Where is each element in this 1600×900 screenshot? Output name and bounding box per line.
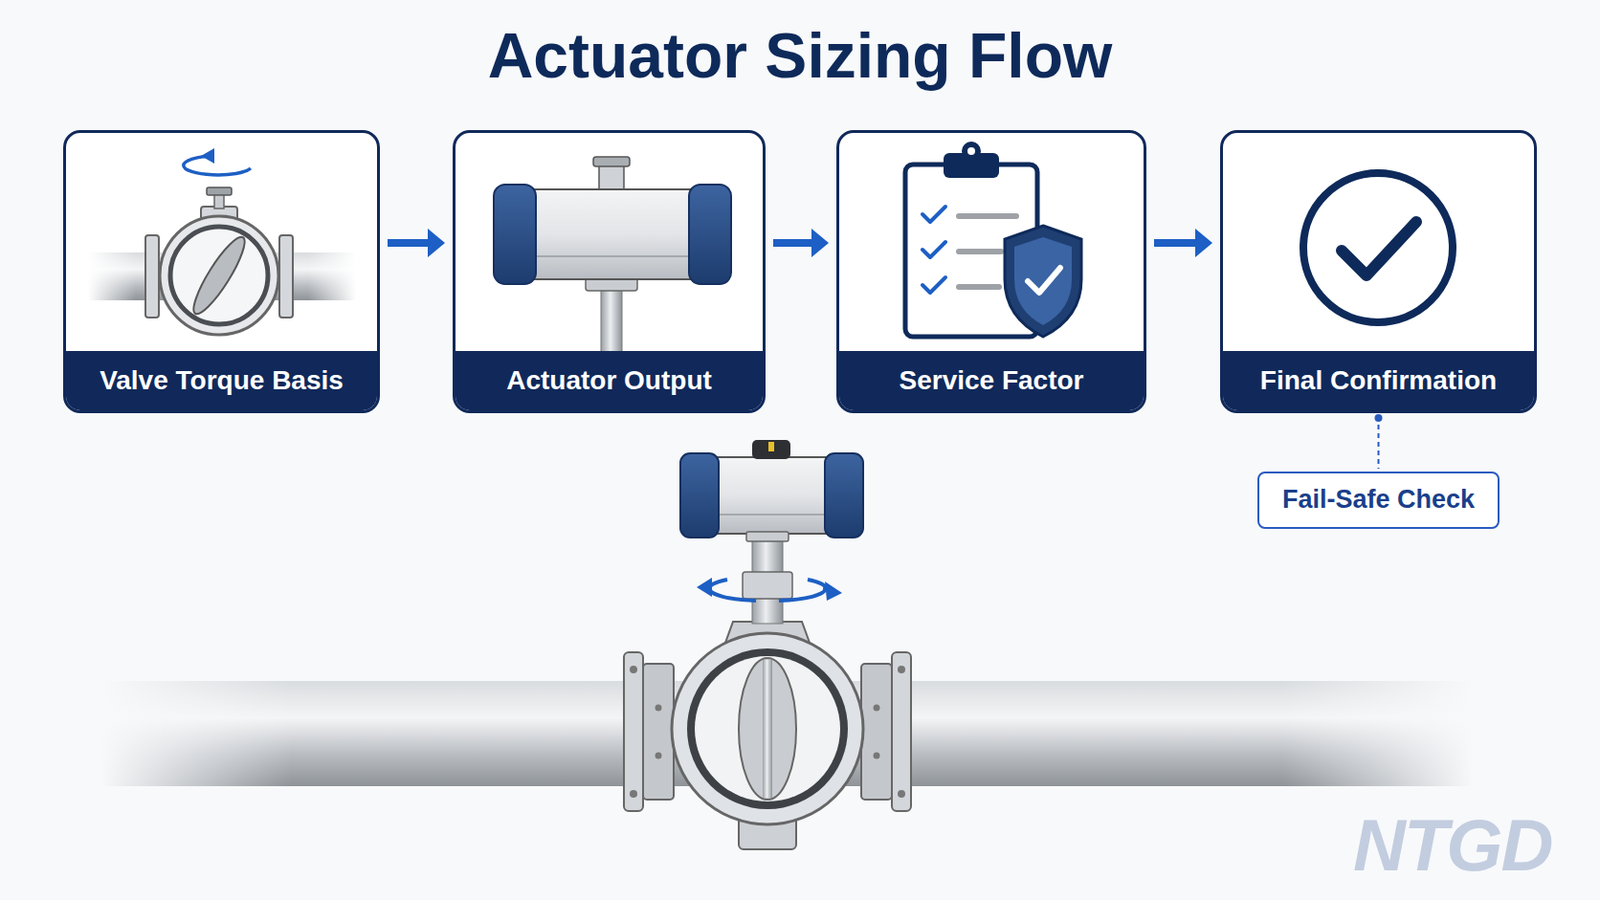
actuator-icon-part (593, 156, 630, 167)
checklist-icon-part (958, 213, 1017, 220)
valve-assembly-part (824, 453, 864, 538)
valve-assembly-part (778, 579, 825, 601)
valve-assembly-part (680, 453, 719, 538)
actuator-icon-part (524, 255, 701, 258)
checklist-icon-part (922, 277, 946, 293)
valve-assembly-part (824, 581, 843, 601)
connector-line (1377, 416, 1380, 469)
valve-assembly-part (873, 705, 881, 712)
actuator-icon-part (521, 189, 704, 280)
valve-assembly-part (629, 666, 638, 674)
valve-icon (88, 148, 356, 335)
connector (387, 228, 445, 258)
actuator-icon-part (688, 184, 732, 285)
checklist-icon-part (958, 248, 1001, 255)
card-background-part (836, 130, 1147, 414)
valve-icon-part (170, 226, 268, 325)
label-band: Actuator Output (455, 351, 763, 411)
valve-icon-part (206, 187, 232, 196)
valve-assembly-part (623, 652, 644, 812)
valve-assembly-part (643, 664, 674, 800)
actuator-icon (493, 156, 732, 353)
valve-icon-part (183, 155, 251, 176)
valve-assembly-part (710, 579, 756, 601)
valve-icon-part (279, 235, 293, 318)
check-circle-icon-part (1303, 173, 1453, 323)
valve-assembly-part (891, 652, 912, 812)
checklist-icon-part (922, 242, 946, 258)
connector (1375, 414, 1383, 469)
valve-assembly-part (706, 513, 838, 516)
checklist-icon-part (1014, 237, 1072, 326)
connector-line (387, 239, 430, 247)
checklist-icon-part (961, 141, 981, 161)
step-card: Valve Torque Basis (63, 130, 380, 414)
checklist-icon-part (922, 206, 946, 223)
valve-icon-part (88, 250, 136, 303)
arrow-head (427, 228, 445, 258)
valve-assembly-part (742, 572, 793, 600)
checklist-icon-part (1027, 267, 1061, 293)
actuator-icon-part (493, 184, 536, 285)
valve-assembly-part (687, 648, 848, 810)
checklist-icon (905, 141, 1082, 337)
valve-assembly-part (703, 457, 841, 534)
arrow-head (1195, 228, 1213, 258)
valve-assembly-part (655, 753, 663, 760)
checklist-icon-part (1004, 225, 1082, 337)
valve-assembly-part (768, 442, 775, 452)
arrow-head (811, 228, 829, 258)
card-background-part (63, 130, 380, 414)
label-band: Valve Torque Basis (66, 351, 378, 411)
tag-label: Fail-Safe Check (1282, 485, 1475, 515)
valve-assembly-part (873, 753, 881, 760)
valve-icon-part (308, 250, 356, 303)
valve-assembly-part (694, 656, 841, 802)
step-label: Service Factor (899, 365, 1085, 397)
connector (773, 228, 829, 258)
connector-line (773, 239, 814, 247)
check-circle-icon (1303, 173, 1453, 323)
label-band: Service Factor (839, 351, 1144, 411)
card-background (63, 130, 1537, 414)
title: Actuator Sizing Flow (0, 21, 1600, 91)
valve-assembly-part (897, 790, 906, 799)
valve-icon-part (186, 231, 252, 319)
connector-line (1154, 239, 1198, 247)
step-label: Actuator Output (506, 365, 712, 397)
valve-assembly-part (1282, 677, 1474, 791)
card-background-part (452, 130, 766, 414)
valve-assembly-part (629, 790, 638, 799)
connector (1154, 228, 1213, 258)
step-card: Service Factor (836, 130, 1147, 414)
valve-assembly-part (696, 577, 712, 598)
check-circle-icon-part (1341, 222, 1417, 276)
valve-icon-part (200, 148, 215, 164)
valve-assembly-part (752, 440, 791, 460)
checklist-icon-part (967, 147, 976, 156)
valve-assembly-part (738, 658, 797, 800)
valve-assembly-part (762, 660, 773, 799)
valve-assembly-part (671, 633, 864, 825)
valve-assembly-part (897, 666, 906, 674)
valve-assembly-part (655, 705, 663, 712)
connector-dot (1375, 414, 1383, 423)
watermark: NTGD (1353, 809, 1552, 883)
card-background-part (1220, 130, 1537, 414)
valve-assembly-part (861, 664, 892, 800)
valve-assembly-part (746, 532, 789, 542)
step-card: Final Confirmation (1220, 130, 1537, 414)
valve-icon-part (159, 216, 279, 335)
checklist-icon-part (958, 284, 1000, 290)
step-label: Final Confirmation (1260, 365, 1497, 397)
valve-assembly-part (100, 677, 292, 791)
valve-icon-part (145, 235, 159, 318)
label-band: Final Confirmation (1222, 351, 1534, 411)
step-card: Actuator Output (452, 130, 766, 414)
step-label: Valve Torque Basis (99, 365, 344, 397)
check-tag: Fail-Safe Check (1257, 471, 1500, 530)
